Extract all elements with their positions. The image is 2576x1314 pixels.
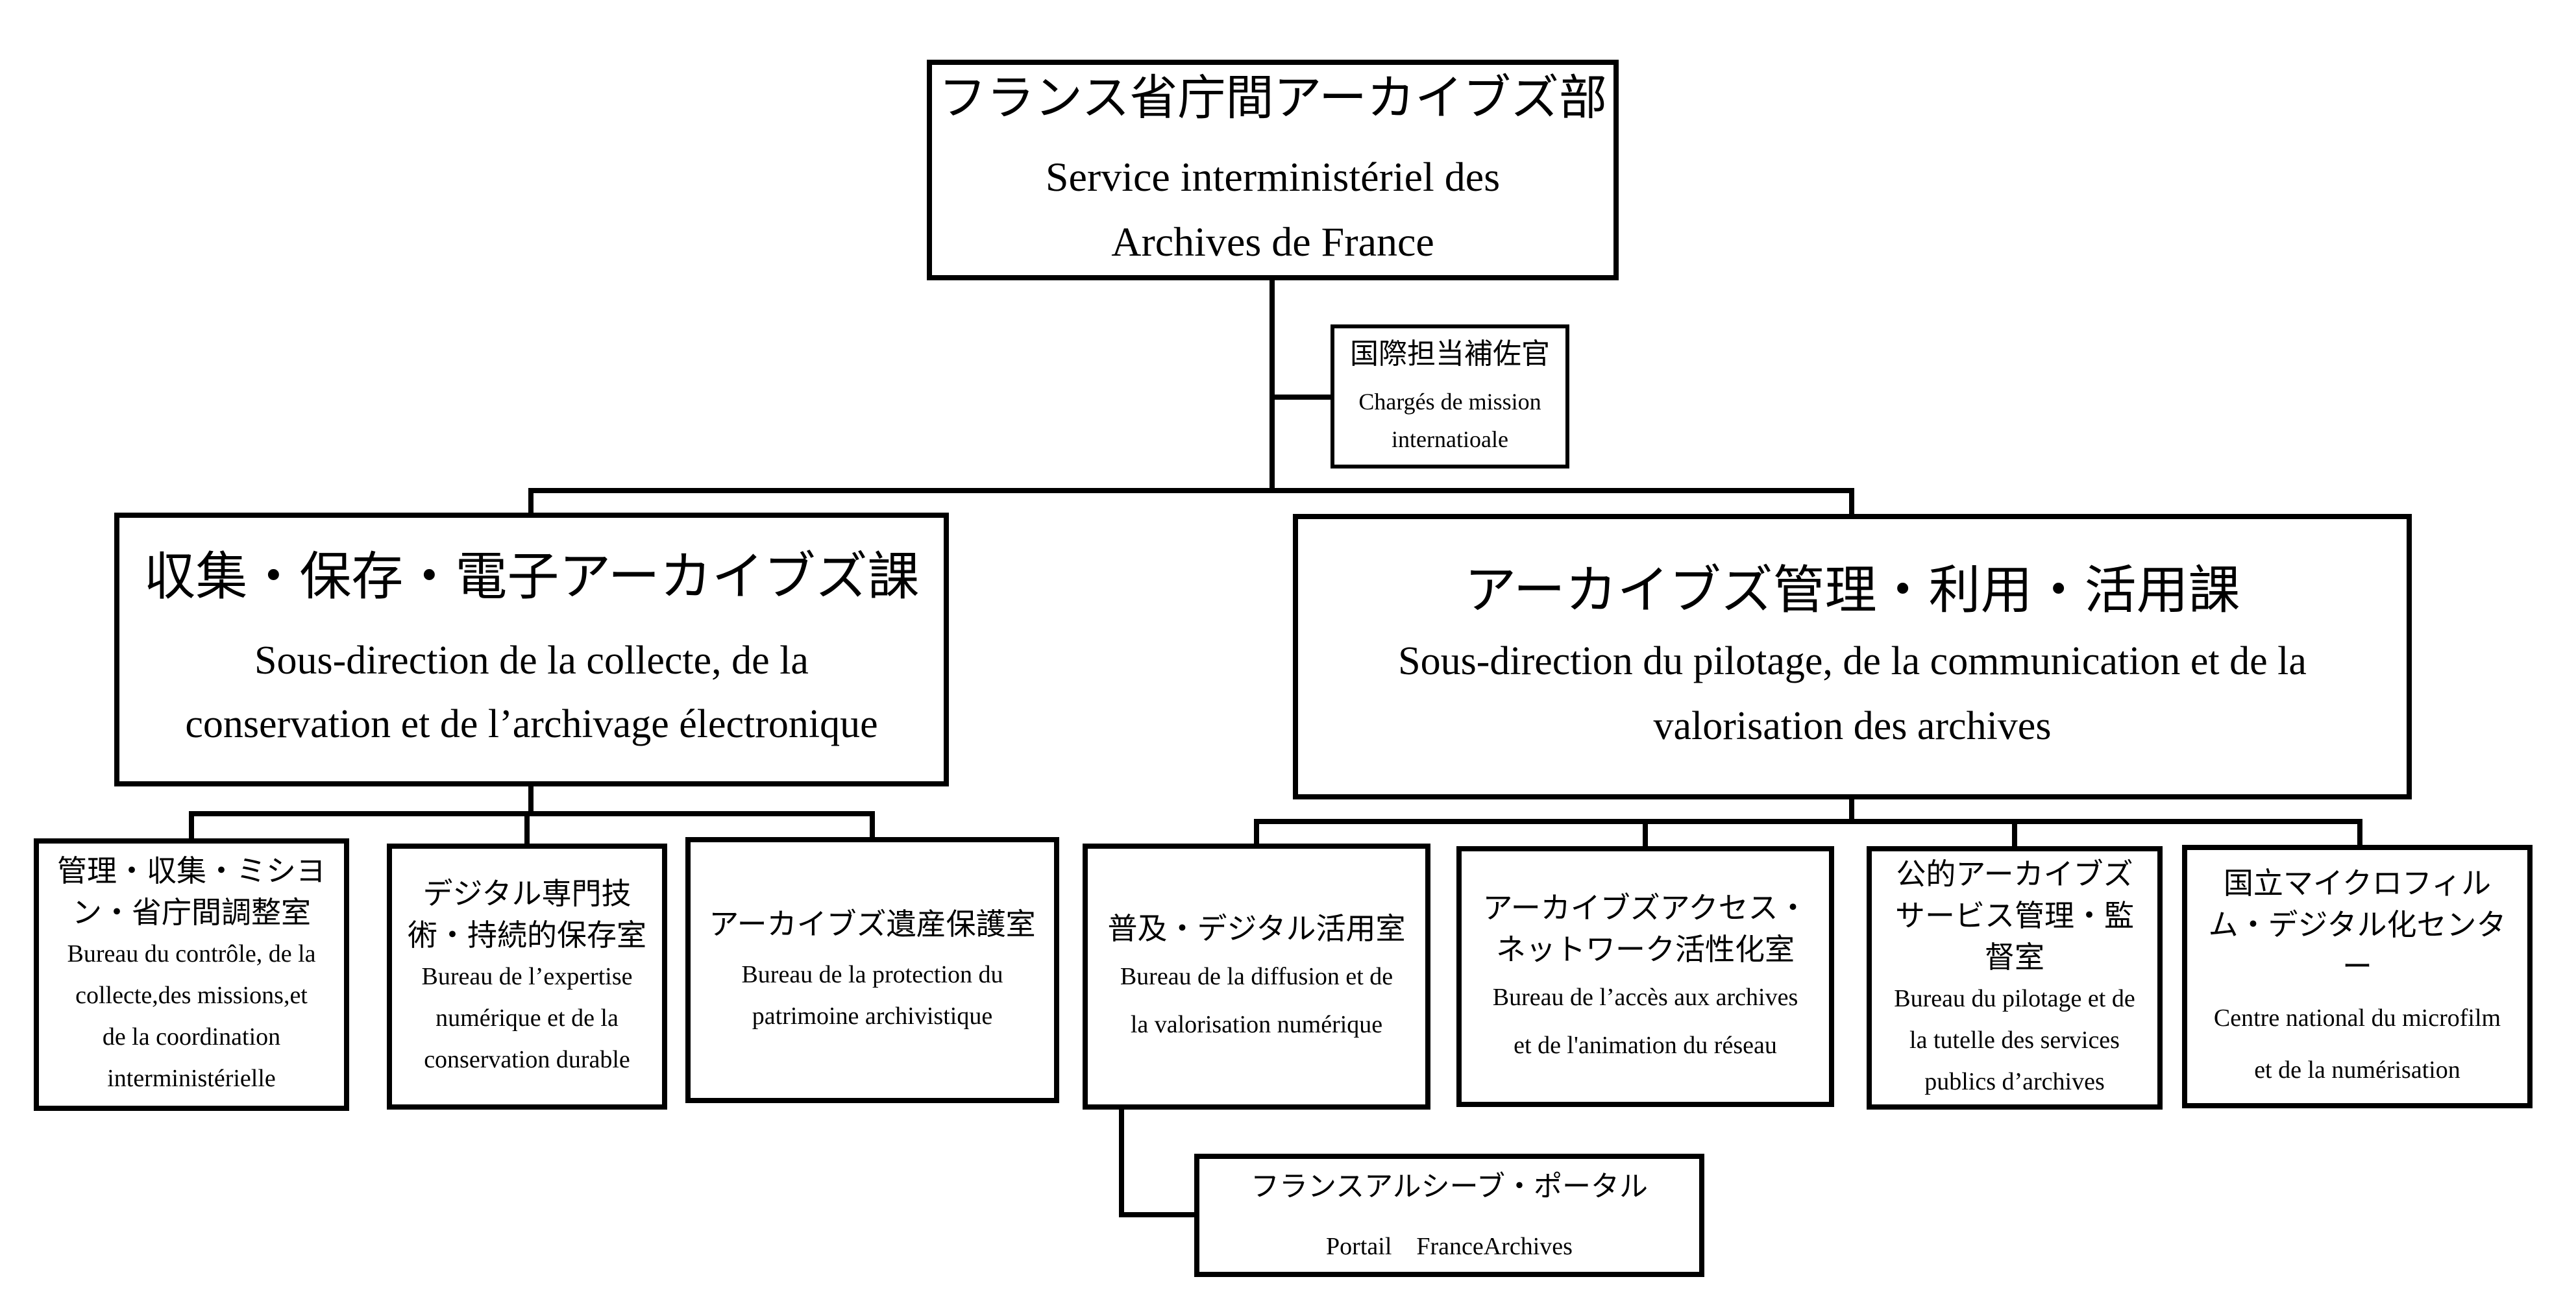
bureau-pilotage-tutelle-box: 公的アーカイブズ サービス管理・監 督室 Bureau du pilotage … — [1867, 846, 2163, 1110]
subdirection-title-fr-line-1: Sous-direction de la collecte, de la — [254, 639, 809, 683]
bureau-title-fr-line-1: Centre national du microfilm — [2213, 1004, 2501, 1032]
subdirection-collection-box: 収集・保存・電子アーカイブズ課 Sous-direction de la col… — [114, 513, 949, 786]
bureau-title-jp-line-2: 術・持続的保存室 — [408, 918, 646, 953]
bureau-title-fr-line-1: Bureau de l’expertise — [421, 963, 633, 990]
root-title-jp: フランス省庁間アーカイブズ部 — [938, 70, 1608, 126]
france-archives-portal-box: フランスアルシーブ・ポータル Portail FranceArchives — [1194, 1154, 1704, 1277]
international-advisors-box: 国際担当補佐官 Chargés de mission internatioale — [1331, 324, 1569, 468]
subdirection-title-jp: アーカイブズ管理・利用・活用課 — [1464, 560, 2240, 620]
bureau-title-jp-line-1: 国立マイクロフィル — [2223, 866, 2492, 901]
bureau-title-jp-line-2: ン・省庁間調整室 — [72, 895, 311, 930]
bureau-title-jp-line-3: ー — [2342, 949, 2372, 984]
bureau-title-fr-line-4: interministérielle — [107, 1065, 276, 1092]
bureau-title-jp-line-1: アーカイブズ遺産保護室 — [709, 906, 1036, 942]
bureau-heritage-protection-box: アーカイブズ遺産保護室 Bureau de la protection du p… — [685, 837, 1059, 1103]
national-microfilm-center-box: 国立マイクロフィル ム・デジタル化センタ ー Centre national d… — [2182, 845, 2533, 1108]
bureau-title-fr-line-3: publics d’archives — [1924, 1068, 2105, 1095]
bureau-title-fr-line-2: la valorisation numérique — [1130, 1011, 1383, 1038]
bureau-title-jp-line-2: ネットワーク活性化室 — [1496, 932, 1795, 967]
bureau-title-fr-line-1: Bureau du contrôle, de la — [67, 940, 316, 967]
bureau-title-fr-line-2: numérique et de la — [435, 1004, 619, 1032]
bureau-control-collection-box: 管理・収集・ミシヨ ン・省庁間調整室 Bureau du contrôle, d… — [34, 838, 349, 1111]
bureau-title-jp-line-1: 管理・収集・ミシヨ — [57, 853, 326, 888]
bureau-title-fr-line-2: et de la numérisation — [2254, 1056, 2460, 1084]
bureau-title-fr-line-3: conservation durable — [424, 1046, 630, 1073]
bureau-title-jp-line-1: デジタル専門技 — [423, 876, 632, 911]
bureau-title-fr-line-1: Bureau de la diffusion et de — [1120, 963, 1393, 990]
international-title-jp: 国際担当補佐官 — [1350, 337, 1550, 371]
bureau-title-jp-line-2: ム・デジタル化センタ — [2208, 907, 2507, 942]
bureau-title-jp-line-3: 督室 — [1985, 940, 2044, 975]
bureau-title-fr-line-1: Bureau de la protection du — [741, 961, 1003, 988]
bureau-title-fr-line-2: et de l'animation du réseau — [1514, 1032, 1777, 1059]
subdirection-title-jp: 収集・保存・電子アーカイブズ課 — [143, 546, 920, 607]
international-title-fr-line-1: Chargés de mission — [1358, 389, 1541, 415]
root-directorate-box: フランス省庁間アーカイブズ部 Service interministériel … — [927, 60, 1619, 280]
bureau-title-jp-line-1: アーカイブズアクセス・ — [1482, 890, 1808, 925]
portal-title-jp: フランスアルシーブ・ポータル — [1250, 1170, 1649, 1203]
bureau-title-jp-line-1: 普及・デジタル活用室 — [1107, 911, 1406, 946]
bureau-title-fr-line-2: la tutelle des services — [1909, 1027, 2120, 1054]
bureau-access-network-box: アーカイブズアクセス・ ネットワーク活性化室 Bureau de l’accès… — [1456, 846, 1834, 1107]
bureau-digital-expertise-box: デジタル専門技 術・持続的保存室 Bureau de l’expertise n… — [387, 844, 667, 1110]
international-title-fr-line-2: internatioale — [1392, 426, 1508, 452]
subdirection-title-fr-line-2: conservation et de l’archivage électroni… — [185, 702, 878, 746]
root-title-fr-line-1: Service interministériel des — [1045, 154, 1501, 200]
bureau-title-fr-line-2: collecte,des missions,et — [75, 982, 308, 1009]
root-title-fr-line-2: Archives de France — [1111, 219, 1434, 265]
bureau-title-fr-line-2: patrimoine archivistique — [752, 1003, 993, 1030]
subdirection-title-fr-line-1: Sous-direction du pilotage, de la commun… — [1398, 639, 2307, 683]
subdirection-pilotage-box: アーカイブズ管理・利用・活用課 Sous-direction du pilota… — [1293, 514, 2412, 799]
portal-title-fr: Portail FranceArchives — [1326, 1233, 1573, 1260]
bureau-diffusion-box: 普及・デジタル活用室 Bureau de la diffusion et de … — [1083, 844, 1430, 1110]
bureau-title-fr-line-1: Bureau de l’accès aux archives — [1492, 984, 1798, 1011]
bureau-title-jp-line-2: サービス管理・監 — [1895, 898, 2134, 933]
subdirection-title-fr-line-2: valorisation des archives — [1653, 704, 2052, 748]
bureau-title-jp-line-1: 公的アーカイブズ — [1896, 857, 2133, 892]
bureau-title-fr-line-1: Bureau du pilotage et de — [1894, 985, 2135, 1012]
bureau-title-fr-line-3: de la coordination — [102, 1023, 281, 1051]
